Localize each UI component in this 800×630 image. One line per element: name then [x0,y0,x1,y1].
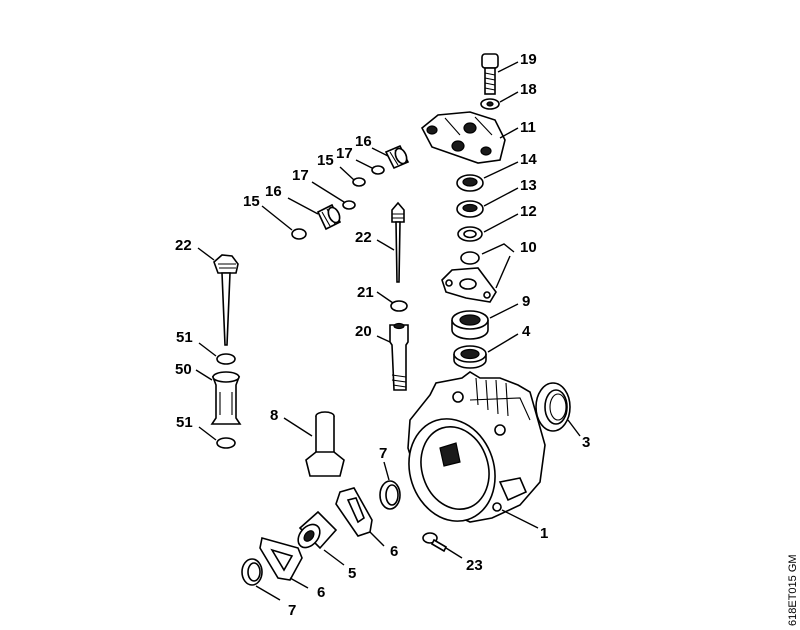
part-7-circlip-upper [379,480,401,510]
part-23-screw [422,532,448,553]
part-8-plunger [305,411,345,477]
label-50: 50 [175,361,192,378]
label-11: 11 [520,119,536,136]
part-21-oring [390,300,408,312]
part-17-oring-lower [342,200,356,210]
part-5-sleeve [297,510,338,550]
label-8: 8 [270,407,278,424]
label-6-upper: 6 [390,543,398,560]
part-12-ring [457,226,483,242]
part-22-needle-left [213,254,239,346]
label-9: 9 [522,293,530,310]
part-15-oring-lower [291,228,307,240]
part-19-screw [481,53,499,95]
label-23: 23 [466,557,483,574]
label-17-lower: 17 [292,167,309,184]
part-16-valve-upper [384,144,410,170]
part-6-gasket-upper [335,487,373,537]
label-14: 14 [520,151,537,168]
label-18: 18 [520,81,537,98]
label-1: 1 [540,525,548,542]
label-12: 12 [520,203,537,220]
label-15-lower: 15 [243,193,260,210]
label-16-lower: 16 [265,183,282,200]
part-18-washer [480,98,500,110]
label-3: 3 [582,434,590,451]
part-6-gasket-lower [259,536,303,581]
part-1-pump-housing [407,371,546,523]
label-51-lower: 51 [176,414,193,431]
part-15-oring-upper [352,177,366,187]
label-7-upper: 7 [379,445,387,462]
figure-code: 618ET015 GM [787,554,799,626]
part-20-sleeve [389,322,409,391]
label-6-lower: 6 [317,584,325,601]
label-15-upper: 15 [317,152,334,169]
label-13: 13 [520,177,537,194]
label-4: 4 [522,323,531,340]
part-50-sleeve [210,371,242,425]
label-21: 21 [357,284,374,301]
label-51-upper: 51 [176,329,193,346]
part-17-oring-upper [371,165,385,175]
label-19: 19 [520,51,537,68]
label-22-left: 22 [175,237,192,254]
part-13-ring [456,200,484,218]
label-16-upper: 16 [355,133,372,150]
part-4-ring [453,345,487,369]
part-3-seal-ring [535,382,571,432]
part-10-gasket [441,251,497,303]
part-11-valve-cover [420,111,506,164]
part-16-valve-lower [316,203,342,231]
label-22-center: 22 [355,229,372,246]
part-51-oring-upper [216,353,236,365]
label-17-upper: 17 [336,145,353,162]
part-22-needle-center [391,201,405,283]
label-20: 20 [355,323,372,340]
label-7-lower: 7 [288,602,296,619]
part-14-seal [456,174,484,192]
part-51-oring-lower [216,437,236,449]
label-5: 5 [348,565,356,582]
label-10: 10 [520,239,537,256]
part-9-valve-seat [451,310,489,340]
callout-labels: 19 18 11 14 13 12 10 9 4 3 1 23 16 17 15… [175,51,590,619]
part-7-circlip-lower [241,558,263,586]
leader-lines [195,61,581,601]
